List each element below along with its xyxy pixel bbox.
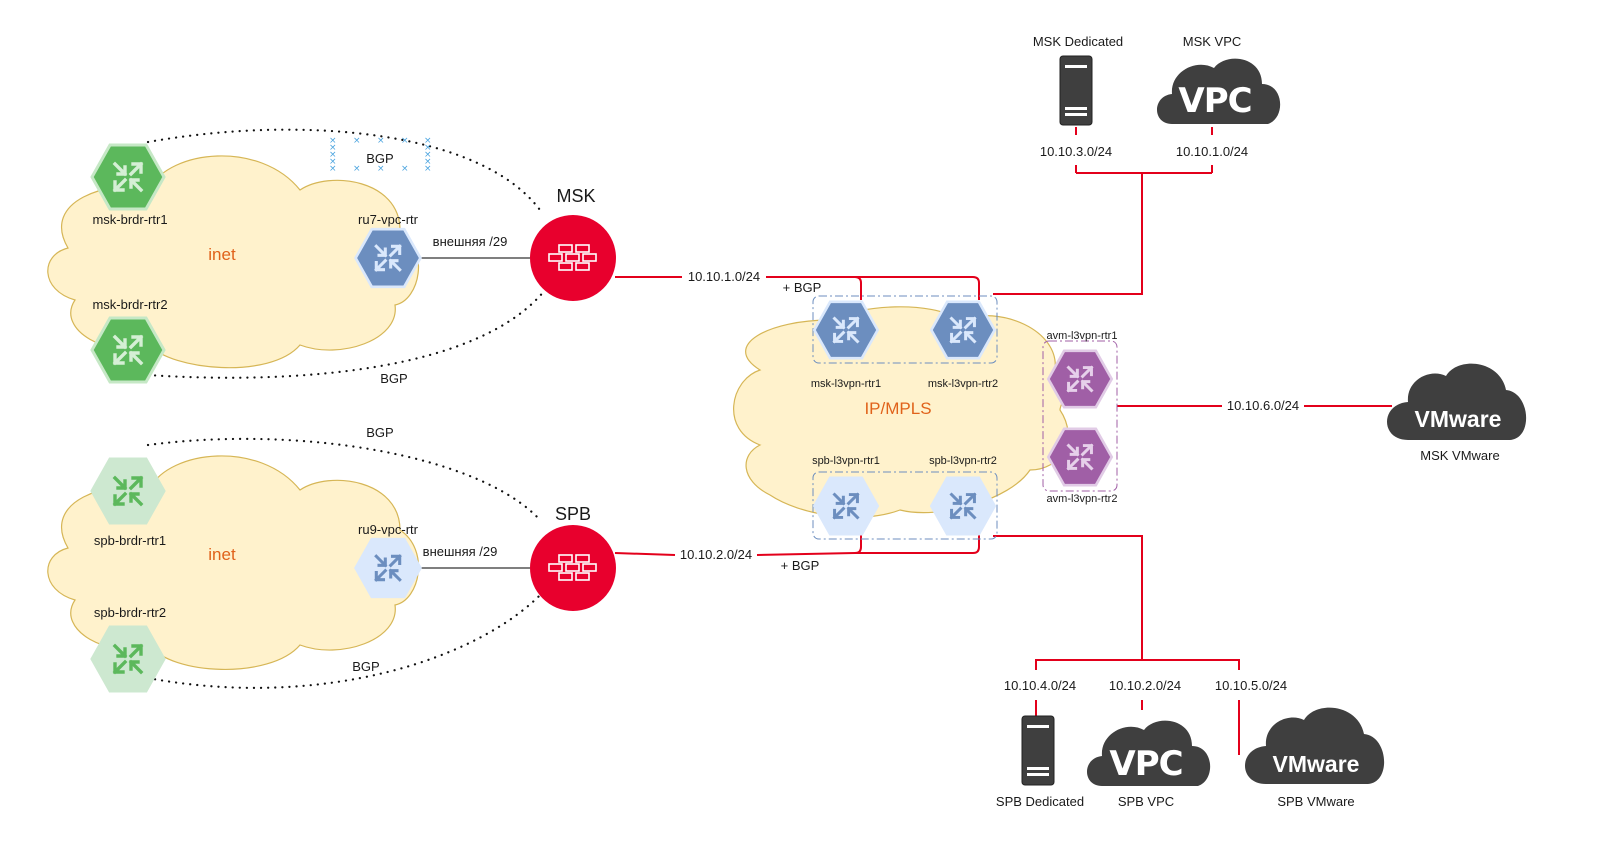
subnet-label: 10.10.6.0/24 bbox=[1227, 398, 1299, 413]
svg-text:×: × bbox=[424, 150, 432, 160]
bgp-label: BGP bbox=[366, 151, 393, 166]
bgp-link-spb-bottom bbox=[146, 588, 547, 689]
subnet-label: 10.10.1.0/24 bbox=[688, 269, 760, 284]
svg-text:×: × bbox=[401, 164, 409, 174]
svg-text:×: × bbox=[329, 150, 337, 160]
svg-text:×: × bbox=[424, 164, 432, 174]
subnet-label: 10.10.4.0/24 bbox=[1004, 678, 1076, 693]
subnet-label: 10.10.1.0/24 bbox=[1176, 144, 1248, 159]
server-icon-spb-dedicated[interactable] bbox=[1021, 715, 1055, 786]
svg-text:×: × bbox=[353, 164, 361, 174]
router-label: spb-brdr-rtr1 bbox=[94, 533, 166, 548]
router-label: msk-brdr-rtr2 bbox=[92, 297, 167, 312]
spb-l3vpn-group bbox=[812, 471, 998, 540]
svg-text:VMware: VMware bbox=[1273, 751, 1360, 777]
vmware-cloud-icon-msk[interactable]: VMware bbox=[1387, 363, 1527, 440]
svg-text:×: × bbox=[424, 157, 432, 167]
vmware-cloud-icon-spb[interactable]: VMware bbox=[1245, 707, 1385, 784]
endpoint-label: SPB VMware bbox=[1277, 794, 1354, 809]
link-label: внешняя /29 bbox=[433, 234, 508, 249]
subnet-label: 10.10.5.0/24 bbox=[1215, 678, 1287, 693]
router-label: ru9-vpc-rtr bbox=[358, 522, 419, 537]
endpoint-label: MSK Dedicated bbox=[1033, 34, 1123, 49]
svg-text:VPC: VPC bbox=[1178, 81, 1251, 121]
subnet-label: 10.10.2.0/24 bbox=[1109, 678, 1181, 693]
bgp-label: BGP bbox=[352, 659, 379, 674]
svg-text:×: × bbox=[401, 136, 409, 146]
firewall-label: MSK bbox=[556, 186, 595, 206]
svg-text:×: × bbox=[377, 164, 385, 174]
router-label: msk-l3vpn-rtr2 bbox=[928, 378, 998, 390]
router-label: spb-l3vpn-rtr1 bbox=[812, 455, 880, 467]
svg-text:VMware: VMware bbox=[1415, 406, 1502, 432]
svg-text:×: × bbox=[424, 136, 432, 146]
link-to-spb-services bbox=[993, 535, 1143, 660]
link-label: внешняя /29 bbox=[423, 544, 498, 559]
router-label: avm-l3vpn-rtr1 bbox=[1047, 330, 1118, 342]
firewall-msk[interactable] bbox=[530, 215, 616, 301]
endpoint-label: MSK VPC bbox=[1183, 34, 1242, 49]
firewall-brick-icon bbox=[548, 554, 597, 581]
bgp-link-msk-top bbox=[146, 128, 542, 212]
subnet-label: 10.10.2.0/24 bbox=[680, 547, 752, 562]
uplink-spb bbox=[614, 552, 676, 556]
vpc-cloud-icon-spb[interactable]: VPC bbox=[1087, 720, 1211, 786]
subnet-label: 10.10.3.0/24 bbox=[1040, 144, 1112, 159]
firewall-brick-icon bbox=[548, 244, 597, 271]
bgp-plus-label: + BGP bbox=[781, 558, 820, 573]
bgp-label: BGP bbox=[366, 425, 393, 440]
svg-text:×: × bbox=[329, 136, 337, 146]
router-label: spb-l3vpn-rtr2 bbox=[929, 455, 997, 467]
cloud-label: inet bbox=[208, 245, 236, 264]
cloud-label: IP/MPLS bbox=[864, 399, 931, 418]
router-label: msk-l3vpn-rtr1 bbox=[811, 378, 881, 390]
firewall-label: SPB bbox=[555, 504, 591, 524]
svg-text:×: × bbox=[424, 143, 432, 153]
svg-text:×: × bbox=[329, 164, 337, 174]
selection-marker: ××××× ××××× ××× ××× bbox=[329, 136, 432, 174]
server-icon-msk-dedicated[interactable] bbox=[1059, 55, 1093, 126]
bgp-link-spb-top bbox=[146, 437, 542, 522]
firewall-spb[interactable] bbox=[530, 525, 616, 611]
router-label: spb-brdr-rtr2 bbox=[94, 605, 166, 620]
link-to-msk-services bbox=[993, 173, 1143, 295]
avm-l3vpn-group bbox=[1042, 340, 1118, 492]
svg-text:VPC: VPC bbox=[1109, 744, 1182, 784]
bgp-label: BGP bbox=[380, 371, 407, 386]
endpoint-label: SPB VPC bbox=[1118, 794, 1174, 809]
svg-text:×: × bbox=[377, 136, 385, 146]
ip-mpls-cloud: IP/MPLS bbox=[733, 306, 1069, 518]
msk-l3vpn-group bbox=[812, 295, 998, 364]
endpoint-label: SPB Dedicated bbox=[996, 794, 1084, 809]
router-label: ru7-vpc-rtr bbox=[358, 212, 419, 227]
router-label: msk-brdr-rtr1 bbox=[92, 212, 167, 227]
router-label: avm-l3vpn-rtr2 bbox=[1047, 493, 1118, 505]
endpoint-label: MSK VMware bbox=[1420, 448, 1499, 463]
vpc-cloud-icon-msk[interactable]: VPC bbox=[1157, 58, 1281, 124]
bgp-plus-label: + BGP bbox=[783, 280, 822, 295]
svg-text:×: × bbox=[329, 143, 337, 153]
svg-text:×: × bbox=[353, 136, 361, 146]
cloud-label: inet bbox=[208, 545, 236, 564]
svg-text:×: × bbox=[329, 157, 337, 167]
